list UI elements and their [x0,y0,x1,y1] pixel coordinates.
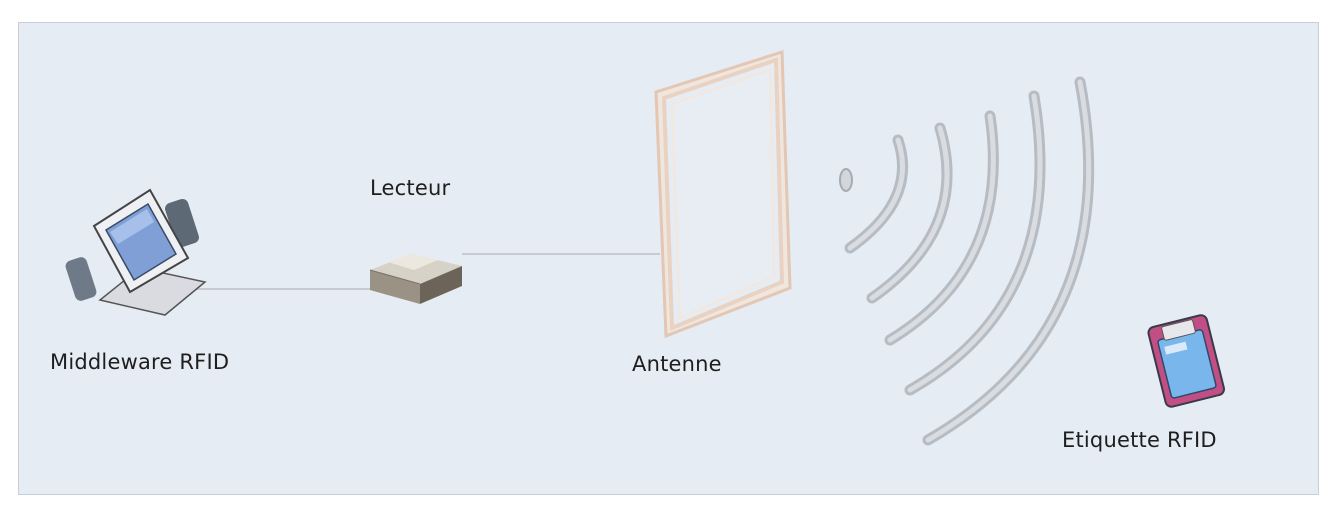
tag-label: Etiquette RFID [1062,428,1217,452]
middleware-label: Middleware RFID [50,350,230,374]
computer-icon [65,188,207,316]
reader-label: Lecteur [370,176,451,200]
reader-icon [369,254,462,304]
antenna-label: Antenne [632,352,722,376]
radio-waves-icon [839,76,1095,446]
antenna-icon [654,49,792,339]
rfid-tag-icon [1147,314,1225,408]
